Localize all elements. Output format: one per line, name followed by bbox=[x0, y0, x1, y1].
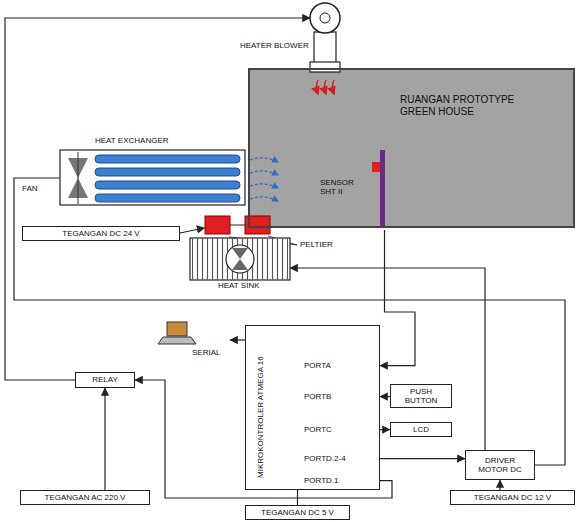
sensor-probe bbox=[372, 150, 385, 228]
node-label: DRIVER MOTOR DC bbox=[475, 456, 525, 474]
heat-exchanger-symbol bbox=[95, 155, 240, 163]
node-label: RUANGAN PROTOTYPE GREEN HOUSE bbox=[400, 94, 520, 117]
blower-symbol bbox=[310, 3, 340, 33]
hot-air-arrows bbox=[333, 80, 335, 94]
greenhouse-room: RUANGAN PROTOTYPE GREEN HOUSE SENSOR SHT … bbox=[248, 68, 575, 228]
power-source-box: TEGANGAN DC 12 V bbox=[450, 490, 575, 505]
heat-exchanger-symbol bbox=[95, 194, 240, 202]
port-label: PORTD.2-4 bbox=[304, 454, 346, 463]
signal-wire bbox=[230, 339, 245, 340]
signal-wire bbox=[104, 388, 105, 490]
laptop-icon bbox=[167, 322, 187, 336]
fan-label: FAN bbox=[22, 184, 38, 193]
node-label: TEGANGAN DC 24 V bbox=[62, 229, 139, 238]
node-label: MIKROKONTROLER ATMEGA 16 bbox=[256, 356, 265, 478]
relay-box: RELAY bbox=[75, 372, 135, 388]
heat-exchanger-symbol bbox=[78, 152, 79, 204]
sensor-probe bbox=[372, 162, 380, 172]
laptop-serial: SERIAL bbox=[160, 322, 230, 358]
node-label: SENSOR SHT II bbox=[320, 178, 368, 196]
heat-sink-symbol bbox=[232, 259, 248, 270]
port-label: PORTD.1 bbox=[304, 476, 339, 485]
signal-wire bbox=[380, 429, 390, 430]
node-label: SERIAL bbox=[192, 348, 220, 357]
heat-exchanger-symbol bbox=[95, 181, 240, 189]
signal-wire bbox=[499, 480, 500, 490]
laptop-icon bbox=[158, 337, 196, 344]
blower-unit: HEATER BLOWER bbox=[240, 3, 340, 55]
signal-wire bbox=[380, 396, 390, 397]
cold-air-arrows bbox=[250, 184, 278, 188]
hot-air-arrows bbox=[317, 80, 335, 94]
motor-driver-box: DRIVER MOTOR DC bbox=[465, 450, 535, 480]
power-source-box: TEGANGAN AC 220 V bbox=[20, 490, 150, 505]
signal-wire bbox=[380, 230, 415, 366]
heat-sink-symbol bbox=[192, 238, 288, 280]
cold-air-arrows bbox=[250, 197, 278, 201]
power-source-box: TEGANGAN DC 5 V bbox=[245, 505, 350, 520]
blower-symbol bbox=[310, 3, 340, 72]
microcontroller-box: MIKROKONTROLER ATMEGA 16 PORTA PORTB PORTC P… bbox=[245, 325, 380, 490]
greenhouse-ground bbox=[248, 68, 575, 228]
push-button-box: PUSH BUTTON bbox=[390, 384, 452, 408]
peltier-module bbox=[205, 216, 230, 234]
peltier-module bbox=[230, 225, 245, 226]
node-label: HEAT SINK bbox=[216, 281, 262, 290]
heat-exchanger-symbol bbox=[60, 150, 245, 205]
port-label: PORTB bbox=[304, 392, 331, 401]
blower-symbol bbox=[320, 13, 330, 23]
heat-sink: HEAT SINK bbox=[190, 238, 290, 294]
hot-air-arrows bbox=[325, 80, 327, 94]
heat-exchanger-symbol bbox=[95, 168, 240, 176]
power-source-box: TEGANGAN DC 24 V bbox=[22, 226, 180, 241]
node-label: TEGANGAN DC 12 V bbox=[474, 493, 551, 502]
blower-symbol bbox=[310, 62, 340, 72]
peltier-module bbox=[180, 228, 204, 233]
heat-sink-symbol bbox=[232, 248, 248, 259]
heat-sink-symbol bbox=[190, 238, 290, 280]
port-label: PORTC bbox=[304, 425, 332, 434]
sensor-probe bbox=[380, 150, 385, 228]
node-label: RELAY bbox=[92, 375, 118, 384]
heat-exchanger-symbol bbox=[60, 150, 245, 205]
node-label: HEATER BLOWER bbox=[240, 41, 309, 50]
laptop-icon bbox=[158, 322, 196, 344]
hot-air-arrows bbox=[317, 80, 319, 94]
part-label: PELTIER bbox=[300, 240, 333, 249]
heat-sink-symbol bbox=[226, 245, 254, 273]
heat-exchanger: HEAT EXCHANGER bbox=[60, 135, 247, 207]
temperature-sensor: SENSOR SHT II bbox=[320, 150, 388, 230]
signal-wire bbox=[297, 490, 298, 505]
port-label: PORTA bbox=[304, 361, 331, 370]
cold-air-arrows bbox=[250, 158, 278, 162]
signal-wire bbox=[380, 458, 465, 459]
node-label: TEGANGAN AC 220 V bbox=[45, 493, 126, 502]
heat-sink-symbol bbox=[190, 238, 290, 280]
peltier-module bbox=[180, 216, 270, 234]
cold-air-arrows bbox=[250, 171, 278, 175]
node-label: LCD bbox=[413, 425, 429, 434]
greenhouse-ground bbox=[248, 68, 575, 228]
node-label: TEGANGAN DC 5 V bbox=[261, 508, 334, 517]
cold-air-arrows bbox=[250, 158, 278, 201]
node-label: PUSH BUTTON bbox=[400, 387, 442, 405]
lcd-box: LCD bbox=[390, 422, 452, 437]
node-label: HEAT EXCHANGER bbox=[95, 136, 169, 145]
